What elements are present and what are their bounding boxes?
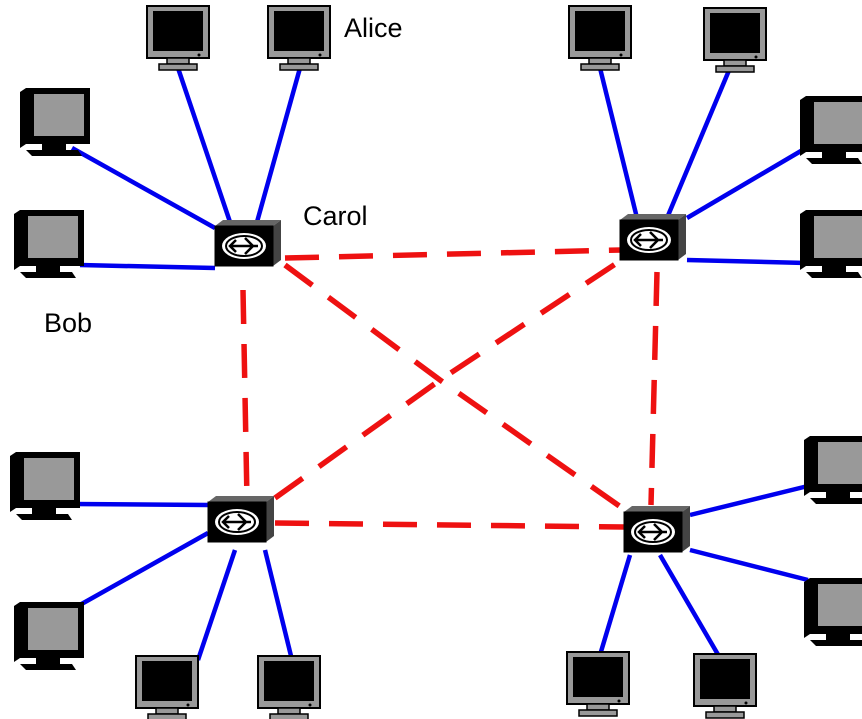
backbone-link-ne-se (648, 271, 660, 506)
monitor-icon (566, 651, 630, 717)
monitor-side-icon (20, 88, 90, 156)
monitor-side-icon (14, 210, 84, 278)
monitor-icon (568, 5, 632, 71)
access-link-se-monitor (689, 547, 809, 583)
monitor-icon (146, 5, 210, 71)
access-link-carol-bob (79, 262, 216, 271)
backbone-link-sw-se (274, 520, 626, 530)
monitor-side-icon (804, 578, 862, 646)
access-link-carol-monitor (175, 67, 233, 223)
monitor-icon (693, 653, 757, 719)
monitor-icon (703, 7, 767, 73)
backbone-links (240, 247, 660, 530)
backbone-link-carol-ne (284, 247, 623, 261)
access-link-se-monitor (689, 483, 809, 518)
monitor-icon (257, 655, 321, 719)
access-link-carol-alice (254, 67, 303, 223)
access-link-se-monitor (658, 553, 722, 660)
access-link-ne-monitor (686, 257, 807, 266)
access-link-se-monitor (597, 554, 633, 656)
router-icon (618, 212, 688, 262)
access-link-sw-monitor (195, 549, 238, 661)
label-carol: Carol (303, 201, 368, 231)
monitor-icon (135, 655, 199, 719)
router-icon (213, 218, 283, 268)
monitor-side-icon (10, 452, 80, 520)
label-alice: Alice (344, 13, 403, 43)
access-links (70, 67, 809, 661)
backbone-link-sw-ne (273, 250, 634, 501)
access-link-sw-monitor (262, 549, 295, 661)
access-link-sw-monitor (71, 501, 209, 508)
monitor-side-icon (804, 436, 862, 504)
router-icon (206, 494, 276, 544)
backbone-link-carol-sw (240, 289, 250, 501)
monitor-side-icon (800, 96, 862, 164)
access-link-ne-monitor (685, 146, 808, 220)
access-link-sw-monitor (76, 531, 210, 608)
monitor-icon (267, 5, 331, 71)
router-icon (622, 504, 692, 554)
monitor-side-icon (800, 210, 862, 278)
access-link-carol-monitor (70, 146, 217, 230)
monitor-side-icon (14, 602, 84, 670)
label-bob: Bob (44, 308, 92, 338)
access-link-ne-monitor (664, 67, 733, 219)
access-link-ne-monitor (597, 67, 640, 219)
backbone-link-carol-se (283, 262, 627, 513)
